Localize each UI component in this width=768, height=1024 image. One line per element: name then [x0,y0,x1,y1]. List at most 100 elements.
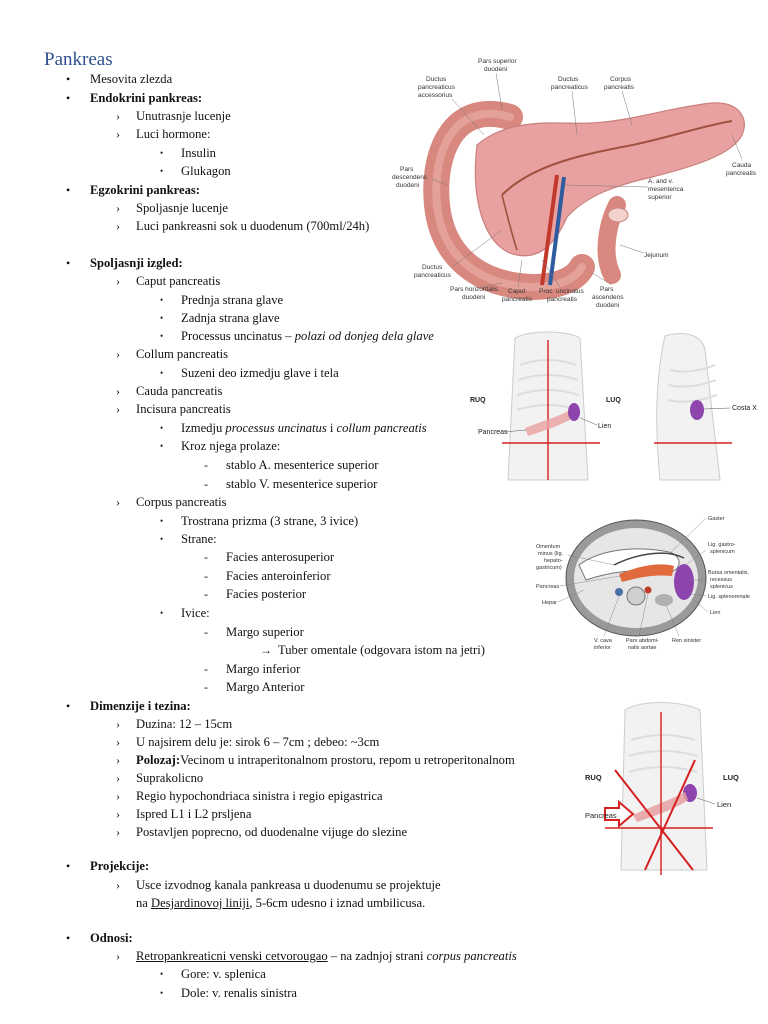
outline-text: , 5-6cm udesno i iznad umbilicusa. [249,896,426,910]
label-ruq: RUQ [585,773,602,782]
outline-text: Processus uncinatus – [181,329,295,343]
outline-item: Zadnja strana glave [181,311,280,325]
outline-item: Cauda pancreatis [136,384,223,398]
section-heading: Projekcije: [90,859,150,873]
section-heading: Endokrini pankreas: [90,91,203,105]
outline-italic: processus uncinatus [225,421,327,435]
label-omentum-minus: gastricum) [536,565,562,571]
outline-item: Margo superior [226,625,304,639]
outline-item: Trostrana prizma (3 strane, 3 ivice) [181,514,359,528]
arrow-bullet: › [116,274,120,288]
outline-item: Regio hypochondriaca sinistra i regio ep… [136,789,383,803]
bullet: • [66,931,71,945]
bullet: • [66,699,71,713]
label-ductus-pancreaticus-2: Ductus [422,264,443,271]
arrow-bullet: › [116,347,120,361]
label-ductus-pancreaticus: Ductus [558,76,579,83]
section-heading: Odnosi: [90,931,133,945]
bullet: • [160,295,164,305]
label-lig-splenorenale: Lig. splenorenale [708,594,750,600]
outline-item: stablo V. mesenterice superior [226,477,378,491]
label-bursa-omentalis: Bursa omentalis, [708,570,749,576]
outline-item: Luci pankreasni sok u duodenum (700ml/24… [136,219,370,233]
arrow-bullet: › [116,384,120,398]
label-ductus-pancreaticus: pancreaticus [551,84,589,91]
outline-item: Polozaj:Vecinom u intraperitonalnom pros… [136,753,515,768]
label-cauda-pancreatis: pancreatis [726,170,757,177]
bullet: • [66,183,71,197]
right-arrow-bullet: → [260,643,272,657]
outline-item: Incisura pancreatis [136,402,231,416]
outline-item: Processus uncinatus – polazi od donjeg d… [181,329,434,344]
label-hepar: Hepar [542,600,557,606]
outline-text: Vecinom u intraperitonalnom prostoru, re… [180,753,515,767]
label-omentum-minus: hepato- [544,558,563,564]
outline-item: Ivice: [181,606,210,620]
outline-item: stablo A. mesenterice superior [226,458,379,472]
arrow-bullet: › [116,825,120,839]
section-heading: Dimenzije i tezina: [90,699,191,713]
label-pars-horizontalis: duodeni [462,294,485,301]
pancreas-anatomy-figure: Pars superior duodeni Ductus pancreaticu… [392,55,764,317]
dash-bullet: - [204,625,208,639]
label-ruq: RUQ [470,397,486,404]
outline-item: Suzeni deo izmedju glave i tela [181,366,339,380]
dash-bullet: - [204,477,208,491]
label-mesenterica-superior: A. and v. [648,178,673,185]
arrow-bullet: › [116,402,120,416]
label-caput-pancreatis: Caput [508,288,526,295]
page-title: Pankreas [44,49,113,70]
label-pars-ascendens: ascendens [592,294,624,301]
arrow-bullet: › [116,219,120,233]
outline-item: Collum pancreatis [136,347,228,361]
bullet: • [160,988,164,998]
arrow-bullet: › [116,127,120,141]
label-pars-horizontalis: Pars horizontalis [450,286,499,293]
arrow-bullet: › [116,771,120,785]
label-costa-x: Costa X [732,405,757,412]
arrow-bullet: › [116,735,120,749]
label-proc-uncinatus: pancreatis [547,296,578,303]
outline-italic: collum pancreatis [336,421,427,435]
label-ductus-pancreaticus-2: pancreaticus [414,272,452,279]
label-ductus-pancreaticus-accessorius: pancreaticus [418,84,456,91]
bullet: • [160,969,164,979]
bullet: • [160,423,164,433]
bullet: • [160,331,164,341]
section-heading: Egzokrini pankreas: [90,183,200,197]
arrow-bullet: › [116,717,120,731]
outline-item: Unutrasnje lucenje [136,109,231,123]
outline-item: Facies anteroinferior [226,569,331,583]
label-proc-uncinatus: Proc. uncinatus [539,288,585,295]
section-heading: Spoljasnji izgled: [90,256,183,270]
label-luq: LUQ [606,397,621,404]
outline-item: Prednja strana glave [181,293,284,307]
label-lig-gastrosplenicum: splenicum [710,549,735,555]
bullet: • [160,516,164,526]
label-v-cava-inferior: V. cava [594,638,613,644]
label-bursa-omentalis: recessus [710,577,732,583]
arrow-bullet: › [116,789,120,803]
outline-item: Mesovita zlezda [90,72,173,86]
dash-bullet: - [204,569,208,583]
label-omentum-minus: minus (lig. [538,551,564,557]
outline-item: Facies anterosuperior [226,550,335,564]
torso-projection-figure: RUQ LUQ Pancreas Lien Costa X [470,330,764,488]
label-pars-descendens: duodeni [396,182,419,189]
label-omentum-minus: Omentum [536,544,561,550]
label-ren-sinister: Ren sinister [672,638,701,644]
label-pars-abdominalis-aortae: nalis aortae [628,645,656,651]
cross-section-figure: Gaster Omentum minus (lig. hepato- gastr… [524,510,764,660]
outline-item: Duzina: 12 – 15cm [136,717,233,731]
bullet: • [66,72,71,86]
bullet: • [160,534,164,544]
label-caput-pancreatis: pancreatis [502,296,533,303]
label-luq: LUQ [723,773,739,782]
bullet: • [160,368,164,378]
label-lien: Lien [710,610,720,616]
bullet: • [66,91,71,105]
label-bursa-omentalis: splenicus [710,584,733,590]
label-ductus-pancreaticus-accessorius: accessorius [418,92,453,99]
dash-bullet: - [204,587,208,601]
label-corpus-pancreatis: Corpus [610,76,632,83]
